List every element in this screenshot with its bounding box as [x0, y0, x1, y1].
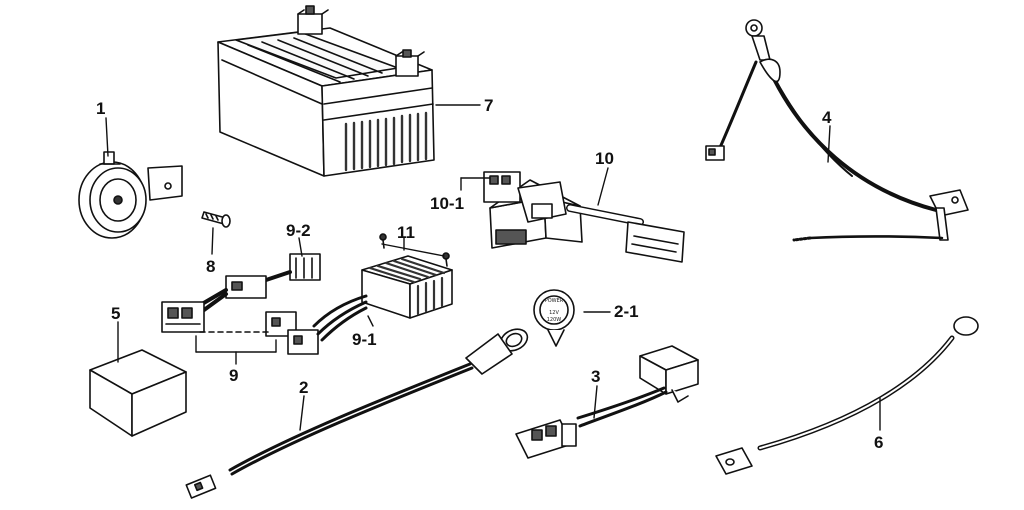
label-part-3: 3	[591, 367, 601, 386]
label-part-2: 2	[299, 378, 309, 397]
wire-harness-part-4	[705, 19, 969, 242]
label-part-4: 4	[822, 108, 832, 127]
socket-cap-part-2-1	[533, 289, 575, 347]
label-part-9-2: 9-2	[286, 221, 311, 240]
screw-part-8	[201, 211, 231, 228]
label-part-6: 6	[874, 433, 884, 452]
label-part-10: 10	[595, 149, 614, 168]
socket-cap-text-3: 120W	[547, 317, 562, 323]
starter-relay-part-10	[483, 171, 685, 263]
leader-lines	[105, 104, 881, 431]
horn-part-1	[78, 151, 183, 239]
box-part-5	[89, 349, 187, 437]
label-part-8: 8	[206, 257, 216, 276]
label-part-5: 5	[111, 304, 121, 323]
label-part-9-1: 9-1	[352, 330, 377, 349]
label-part-7: 7	[484, 96, 494, 115]
battery-part-7	[217, 5, 435, 177]
regulator-part-9-1	[312, 255, 453, 342]
label-part-2-1: 2-1	[614, 302, 639, 321]
ground-cable-part-6	[715, 316, 979, 475]
label-part-1: 1	[96, 99, 106, 118]
relay-harness-part-3	[515, 345, 699, 459]
socket-cap-text-2: 12V	[549, 310, 559, 316]
socket-cap-text-1: POWER	[545, 298, 564, 304]
connector-set-part-9	[161, 253, 321, 355]
socket-harness-part-2	[185, 328, 529, 499]
label-part-10-1: 10-1	[430, 194, 465, 213]
label-part-9: 9	[229, 366, 239, 385]
label-part-11: 11	[397, 223, 415, 242]
